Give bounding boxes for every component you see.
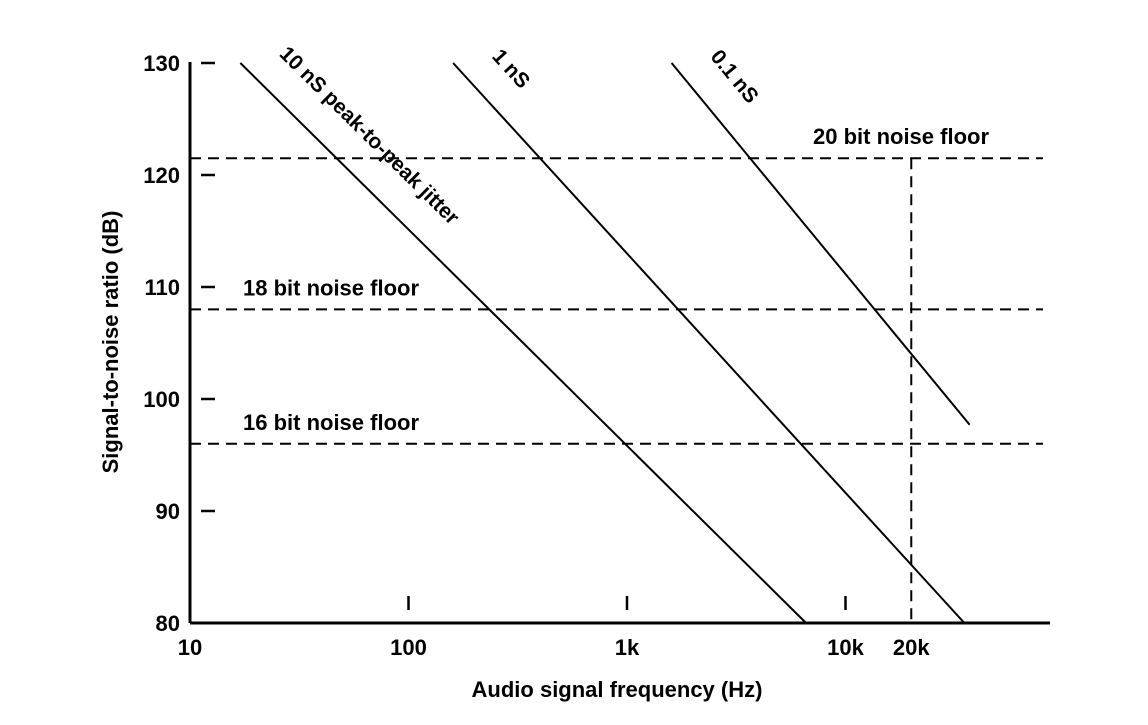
y-tick-label: 100 <box>143 387 180 412</box>
y-tick-label: 110 <box>145 275 181 300</box>
axis-ticks: 80 90 100 110 120 130 10 100 1k 10k 20k <box>143 51 930 660</box>
y-tick-label: 90 <box>156 499 180 524</box>
annotation-labels: 20 bit noise floor 18 bit noise floor 16 b… <box>243 42 989 435</box>
noise-floor-lines <box>190 157 1043 623</box>
jitter-line-label: 10 nS peak-to-peak jitter <box>275 42 464 229</box>
jitter-line-label: 1 nS <box>487 45 534 93</box>
axes <box>188 62 1050 625</box>
y-axis-label: Signal-to-noise ratio (dB) <box>98 211 123 474</box>
y-tick-label: 120 <box>143 163 180 188</box>
noise-floor-label: 16 bit noise floor <box>243 410 419 435</box>
x-tick-label: 20k <box>893 635 930 660</box>
jitter-series-lines <box>239 62 971 624</box>
noise-floor-label: 20 bit noise floor <box>813 124 989 149</box>
y-tick-label: 80 <box>156 611 180 636</box>
y-tick-label: 130 <box>143 51 180 76</box>
x-tick-label: 10k <box>827 635 864 660</box>
jitter-line <box>452 62 966 624</box>
jitter-line <box>670 62 971 426</box>
x-tick-label: 1k <box>615 635 640 660</box>
jitter-line <box>239 62 807 624</box>
jitter-line-label: 0.1 nS <box>706 46 763 108</box>
noise-floor-label: 18 bit noise floor <box>243 275 419 300</box>
x-axis-label: Audio signal frequency (Hz) <box>472 677 763 702</box>
x-tick-label: 100 <box>390 635 427 660</box>
x-tick-label: 10 <box>178 635 202 660</box>
